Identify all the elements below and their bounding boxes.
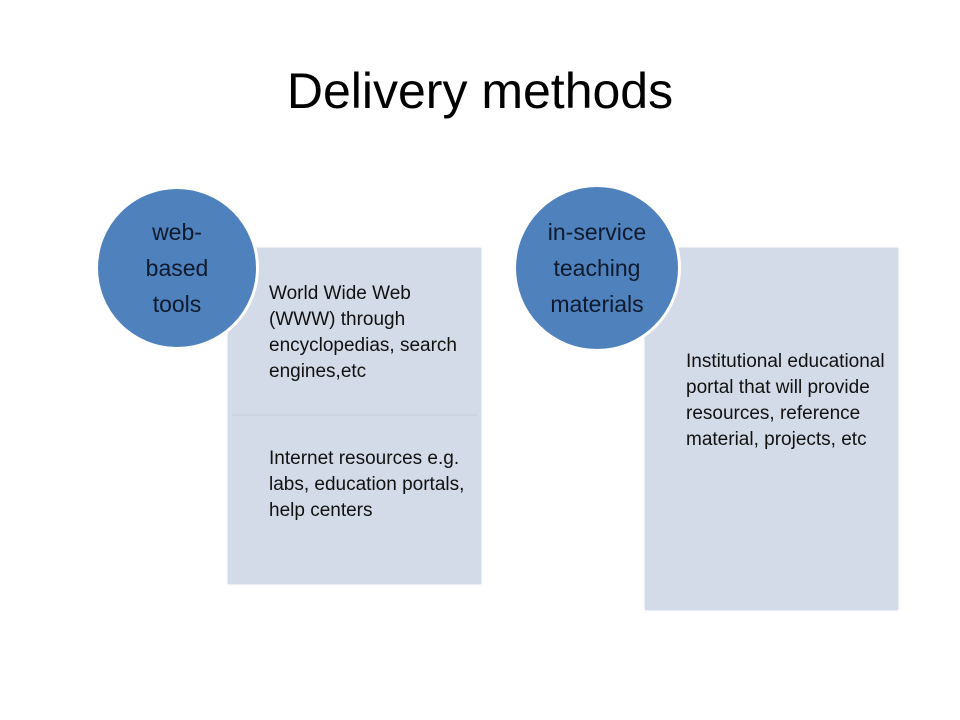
heading-line: tools <box>152 291 202 317</box>
heading-circle-web-based-tools: web- based tools <box>95 186 259 350</box>
content-cell-2: Internet resources e.g. labs, education … <box>228 416 481 584</box>
heading-text: web- based tools <box>146 214 209 322</box>
content-item-text: World Wide Web (WWW) through encyclopedi… <box>269 283 457 382</box>
content-item-text: Institutional educational portal that wi… <box>686 351 885 450</box>
cell-divider <box>232 414 477 416</box>
heading-line: teaching <box>553 255 641 281</box>
slide-title: Delivery methods <box>286 63 674 119</box>
content-cell-1: Institutional educational portal that wi… <box>645 248 898 610</box>
heading-text: in-service teaching materials <box>548 214 646 322</box>
content-box-web-based-tools: World Wide Web (WWW) through encyclopedi… <box>228 248 481 584</box>
heading-line: materials <box>550 291 644 317</box>
heading-circle-in-service-teaching-materials: in-service teaching materials <box>513 184 681 352</box>
heading-line: web- <box>152 219 202 245</box>
content-cell-1: World Wide Web (WWW) through encyclopedi… <box>228 248 481 415</box>
heading-line: based <box>145 255 209 281</box>
content-box-in-service-teaching-materials: Institutional educational portal that wi… <box>645 248 898 610</box>
heading-line: in-service <box>547 219 647 245</box>
content-item-text: Internet resources e.g. labs, education … <box>269 448 465 521</box>
